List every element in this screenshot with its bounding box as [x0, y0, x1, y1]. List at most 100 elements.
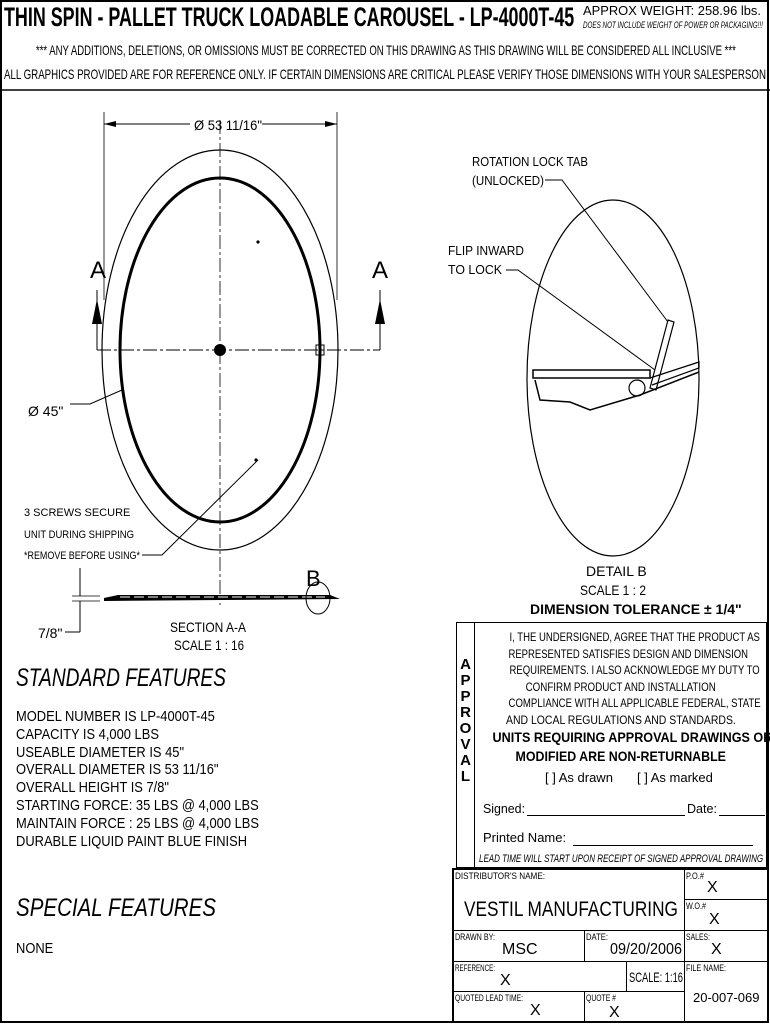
- drawn-by-label: DRAWN BY:: [455, 932, 495, 942]
- statement-line: CONFIRM PRODUCT AND INSTALLATION: [525, 679, 717, 694]
- special-feature-item: NONE: [16, 940, 54, 957]
- section-scale: SCALE 1 : 16: [174, 637, 244, 653]
- scale-value: SCALE: 1:16: [629, 969, 683, 985]
- approval-letter: L: [460, 768, 471, 785]
- section-view: 7/8" B SECTION A-A SCALE 1 : 16: [38, 566, 340, 653]
- quote-cell: QUOTE # X: [584, 991, 685, 1022]
- feature-item: USEABLE DIAMETER IS 45": [16, 743, 185, 761]
- useable-diameter-dim: Ø 45": [28, 403, 63, 419]
- detail-scale: SCALE 1 : 2: [580, 582, 646, 598]
- wo-value: X: [709, 911, 720, 928]
- date-label: Date:: [687, 801, 717, 816]
- approval-letter: A: [460, 656, 471, 673]
- detail-label: DETAIL B: [586, 563, 647, 579]
- non-returnable-warning: UNITS REQUIRING APPROVAL DRAWINGS OR MOD…: [477, 728, 770, 766]
- reference-label: REFERENCE:: [455, 963, 495, 973]
- as-marked-checkbox[interactable]: [ ] As marked: [637, 770, 713, 785]
- rotation-lock-label: ROTATION LOCK TAB: [472, 154, 588, 169]
- ramp-edge: [649, 361, 700, 386]
- reference-value: X: [500, 972, 511, 989]
- statement-line: REQUIREMENTS. I ALSO ACKNOWLEDGE MY DUTY…: [509, 663, 760, 677]
- inclusive-notice: *** ANY ADDITIONS, DELETIONS, OR OMISSIO…: [36, 42, 736, 58]
- printed-name-label: Printed Name:: [483, 830, 567, 845]
- as-drawn-checkbox[interactable]: [ ] As drawn: [545, 770, 613, 785]
- section-profile: [104, 595, 340, 601]
- statement-line: AND LOCAL REGULATIONS AND STANDARDS.: [506, 712, 736, 727]
- section-label: SECTION A-A: [170, 619, 247, 635]
- warning-line: MODIFIED ARE NON-RETURNABLE: [515, 748, 727, 764]
- date-value: 09/20/2006: [610, 941, 682, 958]
- wo-label: W.O.#: [686, 901, 707, 911]
- distributor-cell: DISTRIBUTOR'S NAME: VESTIL MANUFACTURING: [453, 869, 685, 931]
- title-block: DISTRIBUTOR'S NAME: VESTIL MANUFACTURING…: [452, 868, 768, 1022]
- quoted-lead-time-value: X: [530, 1002, 541, 1019]
- drawn-by-cell: DRAWN BY: MSC: [453, 930, 585, 962]
- overall-diameter-dim: Ø 53 11/16": [194, 117, 262, 133]
- feature-item: OVERALL DIAMETER IS 53 11/16": [16, 761, 219, 779]
- quoted-lead-time-cell: QUOTED LEAD TIME: X: [453, 991, 585, 1022]
- sales-cell: SALES: X: [684, 930, 768, 962]
- file-name-cell: FILE NAME: 20-007-069: [684, 961, 768, 1022]
- file-name-value: 20-007-069: [693, 990, 760, 1005]
- statement-line: REPRESENTED SATISFIES DESIGN AND DIMENSI…: [508, 646, 749, 661]
- quoted-lead-time-label: QUOTED LEAD TIME:: [455, 993, 523, 1003]
- statement-line: I, THE UNDERSIGNED, AGREE THAT THE PRODU…: [509, 630, 760, 644]
- po-value: X: [707, 879, 718, 896]
- approval-statement: I, THE UNDERSIGNED, AGREE THAT THE PRODU…: [477, 629, 765, 728]
- lead-time-note: LEAD TIME WILL START UPON RECEIPT OF SIG…: [479, 853, 764, 865]
- detail-circle: [305, 581, 331, 615]
- po-label: P.O.#: [686, 871, 704, 881]
- standard-features-list: MODEL NUMBER IS LP-4000T-45 CAPACITY IS …: [16, 708, 299, 850]
- screw-hole: [256, 240, 260, 244]
- arrow-head: [104, 121, 116, 127]
- date-cell: DATE: 09/20/2006: [584, 930, 685, 962]
- section-marker-left: A: [90, 257, 106, 284]
- detail-b-view: ROTATION LOCK TAB (UNLOCKED) FLIP INWARD…: [448, 154, 742, 617]
- warning-line: UNITS REQUIRING APPROVAL DRAWINGS OR: [492, 729, 770, 745]
- file-name-label: FILE NAME:: [686, 963, 727, 973]
- printed-name-field[interactable]: [573, 845, 753, 846]
- arrow-head: [375, 299, 385, 324]
- leader-line: [142, 459, 259, 556]
- section-marker-right: A: [372, 257, 388, 284]
- leader-line: [545, 179, 669, 323]
- signature-field[interactable]: [527, 815, 685, 816]
- approval-letter: P: [460, 672, 471, 689]
- height-dim: 7/8": [38, 625, 62, 641]
- weight-note: DOES NOT INCLUDE WEIGHT OF POWER OR PACK…: [583, 20, 763, 30]
- wo-cell: W.O.# X: [684, 899, 768, 931]
- approval-letter: V: [460, 736, 471, 753]
- dimension-tolerance: DIMENSION TOLERANCE ± 1/4": [530, 601, 742, 617]
- screws-note-line: *REMOVE BEFORE USING*: [24, 550, 141, 562]
- signed-label: Signed:: [483, 801, 526, 816]
- date-label: DATE:: [586, 932, 608, 942]
- approval-letter: A: [460, 752, 471, 769]
- approval-letter: P: [460, 688, 471, 705]
- lock-tab: [649, 319, 675, 391]
- arrow-head: [325, 121, 337, 127]
- distributor-name: VESTIL MANUFACTURING: [464, 898, 678, 921]
- feature-item: MODEL NUMBER IS LP-4000T-45: [16, 708, 215, 725]
- screws-note-line: 3 SCREWS SECURE: [24, 507, 130, 519]
- feature-item: CAPACITY IS 4,000 LBS: [16, 725, 159, 743]
- leader-line: [70, 389, 123, 405]
- feature-item: OVERALL HEIGHT IS 7/8": [16, 779, 169, 797]
- quote-label: QUOTE #: [586, 993, 616, 1003]
- date-field[interactable]: [719, 815, 765, 816]
- scale-cell: SCALE: 1:16: [626, 961, 685, 992]
- special-features-heading: SPECIAL FEATURES: [16, 894, 216, 922]
- standard-features-heading: STANDARD FEATURES: [16, 664, 226, 692]
- detail-circle: [526, 199, 700, 557]
- arrow-head: [92, 299, 102, 324]
- approval-letter: R: [460, 704, 471, 721]
- platform-edge: [532, 369, 651, 379]
- ramp-profile: [534, 371, 700, 411]
- feature-item: MAINTAIN FORCE : 25 LBS @ 4,000 LBS: [16, 814, 259, 832]
- reference-notice: ALL GRAPHICS PROVIDED ARE FOR REFERENCE …: [4, 66, 766, 82]
- flip-inward-label: TO LOCK: [448, 262, 502, 277]
- rotation-lock-label: (UNLOCKED): [472, 173, 544, 188]
- statement-line: COMPLIANCE WITH ALL APPLICABLE FEDERAL, …: [508, 696, 761, 710]
